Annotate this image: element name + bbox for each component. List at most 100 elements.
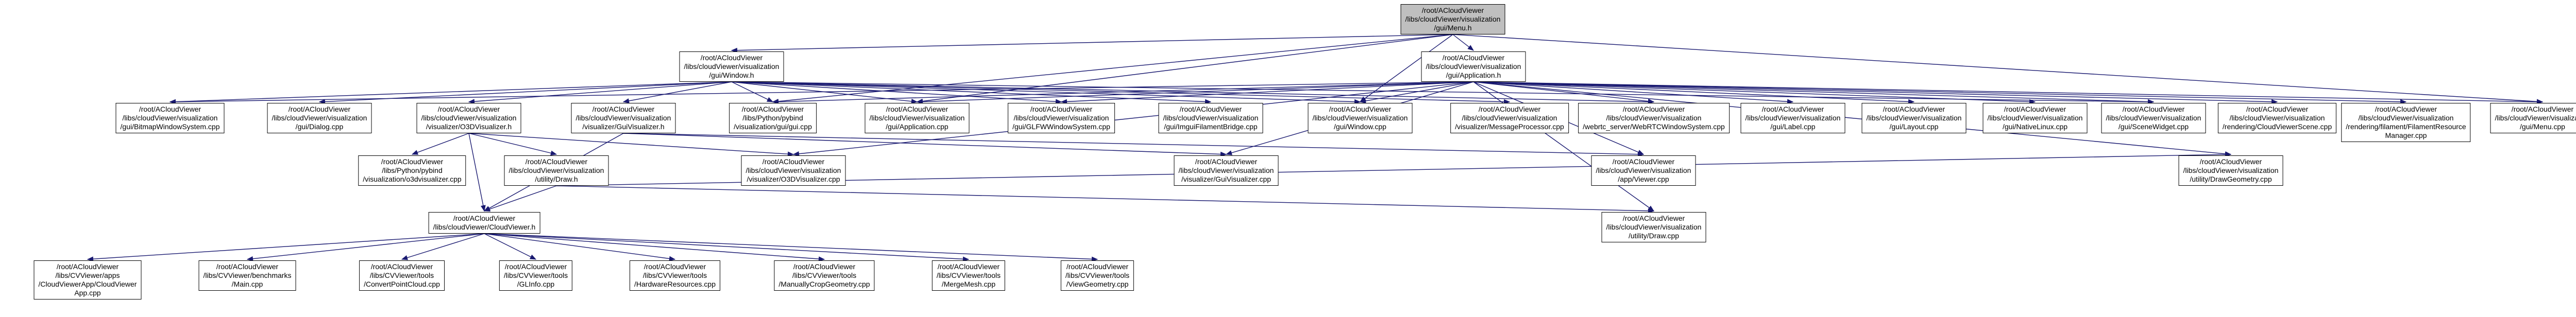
graph-node-gui-visualizer-cpp[interactable]: /root/ACloudViewer/libs/cloudViewer/visu…: [1174, 155, 1279, 186]
graph-node-label-line: /libs/cloudViewer/visualization: [1745, 114, 1841, 122]
graph-edge: [87, 233, 485, 262]
graph-node-benchmarks-main-cpp[interactable]: /root/ACloudViewer/libs/CVViewer/benchma…: [198, 260, 296, 291]
graph-node-imgui-filament-bridge-cpp[interactable]: /root/ACloudViewer/libs/cloudViewer/visu…: [1158, 103, 1263, 133]
graph-edge: [401, 233, 485, 260]
graph-node-label-line: /libs/cloudViewer/visualization: [869, 114, 965, 122]
graph-node-label-line: /root/ACloudViewer: [741, 105, 804, 113]
graph-node-convert-pointcloud-cpp[interactable]: /root/ACloudViewer/libs/CVViewer/tools/C…: [359, 260, 445, 291]
graph-node-label-line: /ConvertPointCloud.cpp: [364, 280, 440, 288]
graph-edge: [411, 133, 469, 155]
graph-edge: [169, 81, 732, 104]
graph-edge: [916, 81, 1474, 104]
graph-node-label-line: /libs/cloudViewer/CloudViewer.h: [433, 223, 536, 231]
graph-node-gui-application-h[interactable]: /root/ACloudViewer/libs/cloudViewer/visu…: [1421, 51, 1526, 82]
graph-node-label-cpp[interactable]: /root/ACloudViewer/libs/cloudViewer/visu…: [1740, 103, 1845, 133]
graph-node-manually-crop-geometry-cpp[interactable]: /root/ACloudViewer/libs/CVViewer/tools/M…: [774, 260, 875, 291]
graph-node-label-line: /gui/Menu.cpp: [2520, 122, 2565, 131]
graph-edge: [1452, 34, 1474, 51]
graph-node-view-geometry-cpp[interactable]: /root/ACloudViewer/libs/CVViewer/tools/V…: [1060, 260, 1134, 291]
graph-node-bitmap-window-system-cpp[interactable]: /root/ACloudViewer/libs/cloudViewer/visu…: [115, 103, 225, 133]
graph-node-pybind-o3dvisualizer-cpp[interactable]: /root/ACloudViewer/libs/Python/pybind/vi…: [358, 155, 466, 186]
graph-node-label-line: /libs/cloudViewer/visualization: [2183, 166, 2279, 174]
graph-node-label-line: /root/ACloudViewer: [643, 262, 706, 271]
graph-node-label-line: /libs/cloudViewer/visualization: [2495, 114, 2576, 122]
graph-edge: [468, 133, 486, 212]
graph-edge: [1359, 81, 1474, 103]
graph-node-gl-info-cpp[interactable]: /root/ACloudViewer/libs/CVViewer/tools/G…: [499, 260, 573, 291]
graph-edge: [1473, 81, 2036, 104]
graph-edge: [1473, 81, 2155, 104]
graph-edge: [484, 233, 537, 260]
graph-edge: [484, 233, 825, 262]
graph-node-filament-resource-manager-cpp[interactable]: /root/ACloudViewer/libs/cloudViewer/visu…: [2341, 103, 2471, 142]
graph-node-gui-visualizer-h[interactable]: /root/ACloudViewer/libs/cloudViewer/visu…: [571, 103, 676, 133]
graph-edge: [1473, 81, 1655, 104]
graph-node-scene-widget-cpp[interactable]: /root/ACloudViewer/libs/cloudViewer/visu…: [2101, 103, 2206, 133]
graph-node-label-line: /libs/cloudViewer/visualization: [122, 114, 218, 122]
graph-edge: [1473, 81, 1915, 104]
graph-edge: [468, 81, 732, 104]
graph-node-label-line: /root/ACloudViewer: [1761, 105, 1824, 113]
graph-node-draw-geometry-cpp[interactable]: /root/ACloudViewer/libs/cloudViewer/visu…: [2178, 155, 2283, 186]
graph-node-label-line: /libs/cloudViewer/visualization: [2106, 114, 2201, 122]
graph-node-label-line: /libs/cloudViewer/visualization: [421, 114, 517, 122]
graph-node-window-cpp[interactable]: /root/ACloudViewer/libs/cloudViewer/visu…: [1308, 103, 1413, 133]
graph-node-label-line: /utility/Draw.h: [535, 175, 578, 183]
graph-node-layout-cpp[interactable]: /root/ACloudViewer/libs/cloudViewer/visu…: [1861, 103, 1967, 133]
graph-node-draw-cpp[interactable]: /root/ACloudViewer/libs/cloudViewer/visu…: [1601, 212, 1706, 242]
graph-edge: [556, 185, 1655, 214]
graph-node-label-line: /visualization/gui/gui.cpp: [734, 122, 812, 131]
graph-node-gui-window-h[interactable]: /root/ACloudViewer/libs/cloudViewer/visu…: [679, 51, 784, 82]
graph-node-draw-h[interactable]: /root/ACloudViewer/libs/cloudViewer/visu…: [504, 155, 609, 186]
graph-node-cloudviewer-scene-cpp[interactable]: /root/ACloudViewer/libs/cloudViewer/visu…: [2217, 103, 2337, 133]
graph-node-webrtc-window-system-cpp[interactable]: /root/ACloudViewer/libs/cloudViewer/visu…: [1578, 103, 1730, 133]
graph-node-label-line: /libs/cloudViewer/visualization: [684, 62, 779, 71]
graph-node-label-line: /libs/cloudViewer/visualization: [509, 166, 604, 174]
graph-node-native-linux-cpp[interactable]: /root/ACloudViewer/libs/cloudViewer/visu…: [1982, 103, 2088, 133]
graph-node-label-line: /libs/cloudViewer/visualization: [1462, 114, 1557, 122]
graph-node-label-line: /GLInfo.cpp: [517, 280, 555, 288]
graph-node-cloudviewer-h[interactable]: /root/ACloudViewer/libs/cloudViewer/Clou…: [428, 212, 540, 234]
graph-node-label-line: /HardwareResources.cpp: [634, 280, 716, 288]
graph-node-label-line: /root/ACloudViewer: [1883, 105, 1945, 113]
graph-node-dialog-cpp[interactable]: /root/ACloudViewer/libs/cloudViewer/visu…: [267, 103, 372, 133]
graph-node-hardware-resources-cpp[interactable]: /root/ACloudViewer/libs/CVViewer/tools/H…: [630, 260, 720, 291]
graph-node-label-line: /gui/ImguiFilamentBridge.cpp: [1164, 122, 1258, 131]
graph-node-label-line: /root/ACloudViewer: [793, 262, 856, 271]
graph-node-app-viewer-cpp[interactable]: /root/ACloudViewer/libs/cloudViewer/visu…: [1591, 155, 1696, 186]
graph-node-label-line: /libs/cloudViewer/visualization: [1405, 15, 1501, 23]
graph-node-message-processor-cpp[interactable]: /root/ACloudViewer/libs/cloudViewer/visu…: [1450, 103, 1569, 133]
graph-node-merge-mesh-cpp[interactable]: /root/ACloudViewer/libs/CVViewer/tools/M…: [931, 260, 1006, 291]
graph-node-cloudviewer-app-cpp[interactable]: /root/ACloudViewer/libs/CVViewer/apps/Cl…: [33, 260, 142, 300]
graph-edge: [483, 185, 557, 212]
graph-node-label-line: /root/ACloudViewer: [1030, 105, 1093, 113]
graph-node-label-line: /libs/CVViewer/tools: [642, 271, 707, 279]
graph-node-label-line: /gui/Layout.cpp: [1889, 122, 1939, 131]
graph-node-application-cpp[interactable]: /root/ACloudViewer/libs/cloudViewer/visu…: [865, 103, 970, 133]
graph-node-label-line: /root/ACloudViewer: [504, 262, 567, 271]
graph-node-label-line: App.cpp: [74, 289, 101, 297]
graph-node-label-line: /gui/Application.cpp: [886, 122, 948, 131]
graph-node-o3d-visualizer-cpp[interactable]: /root/ACloudViewer/libs/cloudViewer/visu…: [741, 155, 846, 186]
graph-node-o3d-visualizer-h[interactable]: /root/ACloudViewer/libs/cloudViewer/visu…: [416, 103, 521, 133]
graph-edge: [731, 81, 1361, 104]
graph-node-label-line: /libs/cloudViewer/visualization: [1866, 114, 1962, 122]
graph-edge: [772, 81, 1474, 104]
graph-node-label-line: /app/Viewer.cpp: [1618, 175, 1669, 183]
graph-edge: [623, 133, 1227, 157]
graph-edge: [1452, 34, 2544, 104]
graph-node-pybind-gui-cpp[interactable]: /root/ACloudViewer/libs/Python/pybind/vi…: [729, 103, 817, 133]
graph-node-label-line: /root/ACloudViewer: [1622, 214, 1685, 222]
graph-node-label-line: /webrtc_server/WebRTCWindowSystem.cpp: [1583, 122, 1725, 131]
graph-node-gui-menu-h[interactable]: /root/ACloudViewer/libs/cloudViewer/visu…: [1400, 4, 1505, 34]
graph-node-label-line: /root/ACloudViewer: [1066, 262, 1129, 271]
graph-edge: [484, 233, 1098, 262]
graph-node-menu-cpp[interactable]: /root/ACloudViewer/libs/cloudViewer/visu…: [2490, 103, 2576, 133]
graph-node-label-line: /libs/CVViewer/apps: [55, 271, 120, 279]
graph-node-label-line: /visualizer/O3DVisualizer.h: [426, 122, 512, 131]
graph-edge: [731, 81, 1062, 104]
graph-node-glfw-window-system-cpp[interactable]: /root/ACloudViewer/libs/cloudViewer/visu…: [1008, 103, 1115, 133]
graph-node-label-line: /root/ACloudViewer: [1179, 105, 1242, 113]
graph-node-label-line: /visualization/o3dvisualizer.cpp: [363, 175, 462, 183]
